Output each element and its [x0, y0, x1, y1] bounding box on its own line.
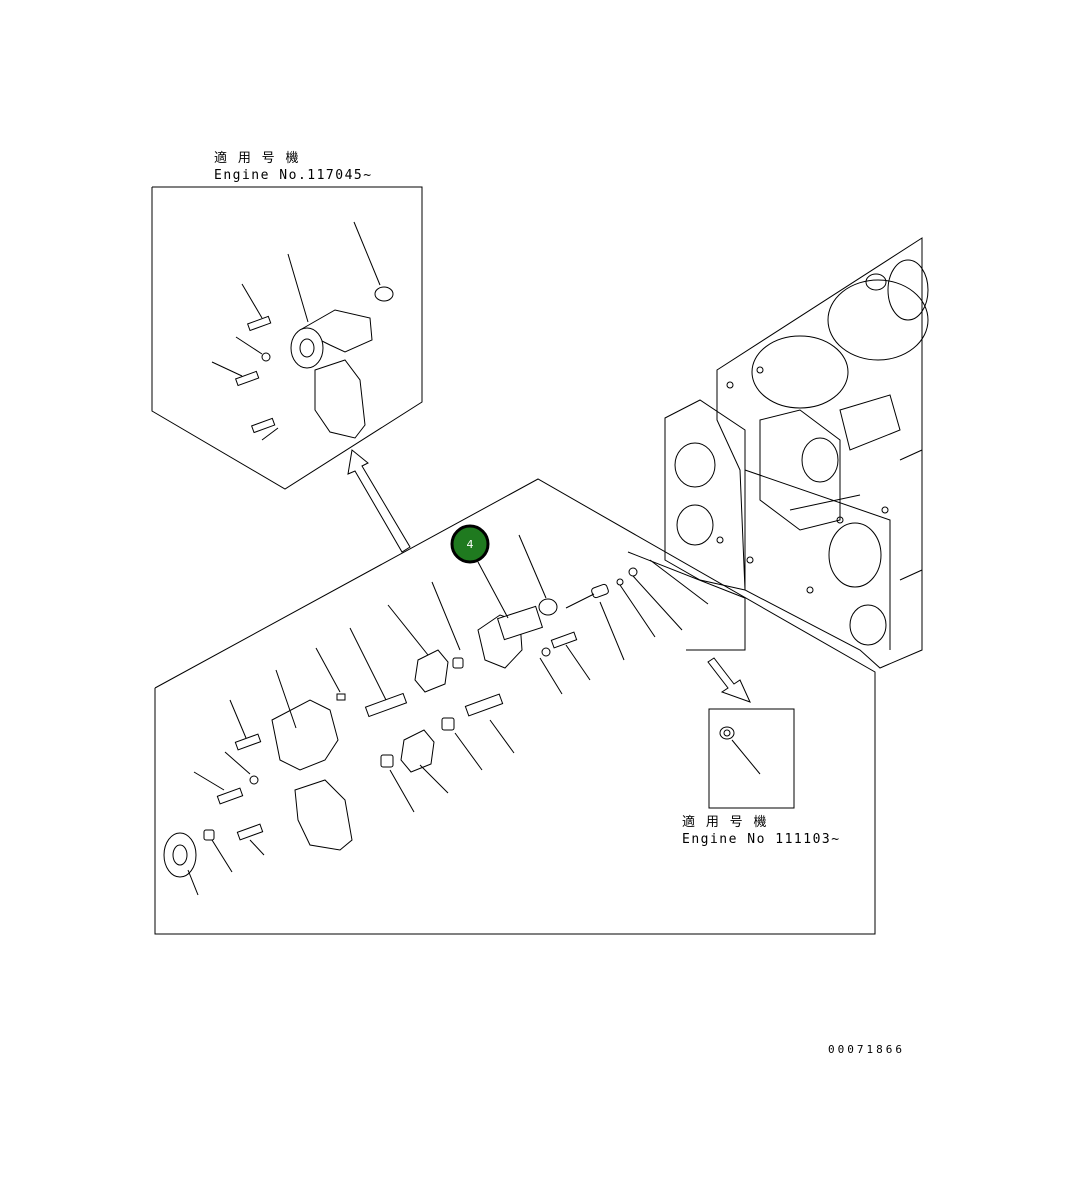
driven-shaft: [464, 693, 504, 717]
arrow-to-inset-right: [707, 657, 751, 703]
inset-right-engine-label: Engine No 111103~: [682, 832, 841, 847]
leader-lines-inset-top: [211, 221, 381, 441]
cover-washer: [541, 647, 551, 657]
inset-right-frame: [708, 708, 795, 809]
o-ring-gasket: [538, 598, 558, 616]
pump-body: [271, 699, 339, 771]
engine-block: [664, 237, 929, 669]
main-panel: 4: [154, 478, 876, 935]
suction-pipe: [294, 779, 353, 851]
mount-bolt-lower: [236, 823, 264, 841]
relief-valve-bracket: [627, 551, 746, 651]
relief-spring: [616, 578, 624, 586]
exploded-parts: [163, 567, 638, 878]
drive-gear-upper: [414, 649, 449, 693]
bushing-middle: [380, 754, 394, 768]
key-pin: [336, 693, 346, 701]
callout-4-label: 4: [467, 538, 474, 551]
callout-4[interactable]: 4: [450, 524, 490, 564]
leader-lines-main: [187, 534, 709, 896]
inset-top-applicable-label: 適 用 号 機: [214, 150, 300, 166]
bushing-lower: [441, 717, 455, 731]
inset-top-frame: [151, 186, 423, 490]
relief-valve-plug: [591, 583, 609, 599]
oil-pump-inset-top: [234, 286, 394, 439]
bushing-upper: [452, 657, 464, 669]
drive-shaft: [364, 692, 408, 718]
valve-seat-part: [719, 726, 735, 740]
inset-right-applicable-label: 適 用 号 機: [682, 814, 768, 830]
gear-spacer: [203, 829, 215, 841]
mount-washer: [249, 775, 259, 785]
document-number: 00071866: [828, 1043, 905, 1056]
mount-bolt-upper: [234, 733, 262, 751]
relief-washer: [628, 567, 638, 577]
cover-bolt: [550, 631, 578, 649]
mount-bolt-middle: [216, 787, 244, 805]
main-panel-frame: [154, 478, 876, 935]
inset-panel-right: 適 用 号 機 Engine No 111103~: [682, 708, 841, 847]
callout-4-circle[interactable]: [450, 524, 490, 564]
pump-shaft-housing: [496, 605, 544, 641]
inset-top-engine-label: Engine No.117045~: [214, 168, 373, 183]
driven-gear: [400, 729, 435, 773]
inset-panel-top: 適 用 号 機 Engine No.117045~: [151, 150, 423, 490]
arrow-to-inset-top: [347, 449, 411, 553]
